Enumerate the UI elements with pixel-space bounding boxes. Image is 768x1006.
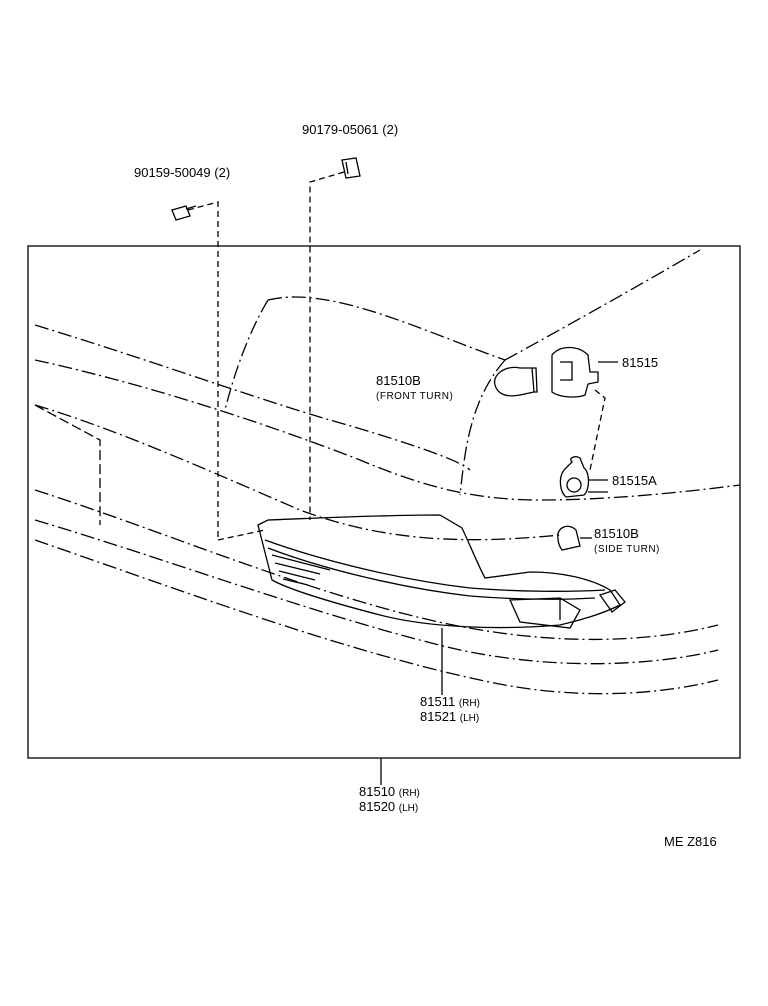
lens-lh-number: 81521	[420, 709, 457, 724]
front-bulb-desc-label: (FRONT TURN)	[376, 391, 454, 402]
lamp-end-cap	[598, 589, 626, 613]
front-socket	[551, 346, 599, 398]
bumper-lower-line	[34, 404, 561, 541]
screw-icon	[171, 205, 197, 221]
lamp-side-reflector	[509, 597, 581, 629]
socket-link-leader	[589, 389, 606, 471]
clip-part-label: 90179-05061 (2)	[302, 122, 398, 137]
clip-part-number: 90179-05061	[302, 122, 379, 137]
bumper-mid-line	[34, 359, 741, 501]
headlamp-opening-line	[224, 299, 269, 411]
lamp-lens-top	[264, 539, 606, 592]
screw-part-label: 90159-50049 (2)	[134, 165, 230, 180]
lens-rh-label: 81511 (RH)	[420, 694, 480, 711]
lens-rh-side: (RH)	[458, 698, 480, 709]
clip-leader	[309, 171, 345, 520]
lamp-body	[257, 514, 621, 629]
side-turn-bulb	[557, 525, 581, 551]
side-socket-callout	[588, 479, 608, 493]
screw-part-number: 90159-50049	[134, 165, 211, 180]
fender-upper-line	[504, 249, 701, 361]
bumper-base-line	[34, 489, 719, 641]
side-socket-part-label: 81515A	[612, 473, 657, 488]
side-bulb-part-label: 81510B	[594, 526, 639, 541]
assy-lh-number: 81520	[359, 799, 396, 814]
clip-nut-icon	[341, 157, 361, 179]
assy-rh-number: 81510	[359, 784, 396, 799]
clip-quantity: (2)	[382, 122, 399, 137]
lens-rh-number: 81511	[420, 694, 456, 709]
front-turn-bulb	[493, 366, 538, 397]
lamp-lens-inner	[267, 547, 596, 600]
diagram-frame	[27, 245, 741, 759]
lens-lh-label: 81521 (LH)	[420, 709, 479, 726]
front-bulb-part-label: 81510B	[376, 373, 421, 388]
bumper-upper-line	[34, 324, 471, 471]
grille-step-line	[34, 404, 101, 525]
side-bulb-desc-label: (SIDE TURN)	[594, 544, 660, 555]
bumper-bottom-line	[34, 519, 719, 665]
bumper-skirt-line	[34, 539, 719, 695]
lens-lh-side: (LH)	[459, 713, 480, 724]
hood-edge-line	[267, 296, 506, 361]
lamp-leader	[217, 529, 266, 541]
socket-part-label: 81515	[622, 355, 659, 370]
lamp-lens-stripes	[271, 554, 331, 586]
screw-leader	[187, 201, 219, 540]
fender-curve-line	[459, 359, 506, 496]
assy-rh-label: 81510 (RH)	[359, 784, 420, 801]
side-socket	[559, 456, 590, 498]
side-socket-ring	[566, 477, 582, 493]
assy-rh-side: (RH)	[398, 788, 420, 799]
assy-lh-side: (LH)	[398, 803, 419, 814]
diagram-code-label: ME Z816	[664, 834, 717, 849]
screw-quantity: (2)	[214, 165, 231, 180]
assy-lh-label: 81520 (LH)	[359, 799, 418, 816]
